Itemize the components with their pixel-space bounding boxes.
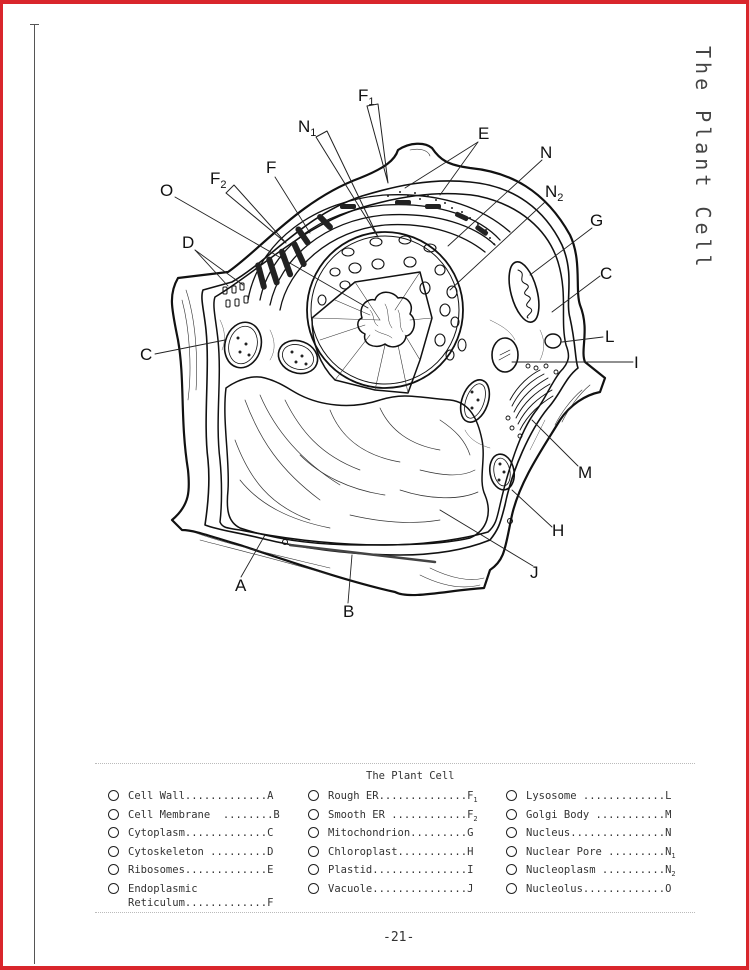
nucleolus: [357, 291, 416, 348]
radio-button[interactable]: [108, 845, 119, 857]
key-item[interactable]: Cytoplasm.............C: [108, 826, 298, 845]
cytoskeleton: [222, 282, 249, 308]
plastid: [491, 337, 519, 373]
key-item[interactable]: Plastid...............I: [308, 863, 498, 882]
mitochondrion: [508, 261, 540, 323]
label-D: D: [182, 233, 194, 252]
label-C-left: C: [140, 345, 152, 364]
key-column-1: Cell Wall.............A Cell Membrane ..…: [108, 789, 298, 916]
leader-lines: [154, 103, 634, 604]
key-item[interactable]: Cell Wall.............A: [108, 789, 298, 808]
radio-button[interactable]: [108, 808, 119, 820]
label-H: H: [552, 521, 564, 540]
key-item[interactable]: Vacuole...............J: [308, 882, 498, 901]
key-item[interactable]: Mitochondrion.........G: [308, 826, 498, 845]
radio-button[interactable]: [108, 790, 119, 801]
label-G: G: [590, 211, 603, 230]
radio-button[interactable]: [308, 790, 319, 801]
label-N: N: [540, 143, 552, 162]
label-J: J: [530, 563, 539, 582]
key-item[interactable]: Nuclear Pore .........N1: [506, 845, 696, 864]
radio-button[interactable]: [108, 882, 119, 894]
key-item[interactable]: Rough ER..............F1: [308, 789, 498, 808]
label-F1: F1: [358, 86, 375, 108]
nucleus-cutaway: [311, 271, 433, 394]
radio-button[interactable]: [308, 827, 319, 839]
label-M: M: [578, 463, 592, 482]
lysosome: [544, 333, 562, 349]
label-F2: F2: [210, 169, 227, 191]
page-number: -21-: [383, 930, 415, 945]
radio-button[interactable]: [308, 808, 319, 820]
key-item[interactable]: Lysosome .............L: [506, 789, 696, 808]
key-item[interactable]: Golgi Body ...........M: [506, 808, 696, 827]
label-O: O: [160, 181, 173, 200]
radio-button[interactable]: [108, 827, 119, 839]
label-N2: N2: [545, 182, 563, 204]
nuclear-pores: [317, 235, 467, 361]
key-item[interactable]: Nucleolus.............O: [506, 882, 696, 901]
nucleus: [306, 231, 464, 389]
key-item[interactable]: Endoplasmic Reticulum.............F: [108, 882, 298, 916]
label-I: I: [634, 353, 639, 372]
cell-wall-inner: [201, 180, 579, 556]
radio-button[interactable]: [308, 845, 319, 857]
label-C-right: C: [600, 264, 612, 283]
key-column-3: Lysosome .............L Golgi Body .....…: [506, 789, 696, 901]
label-L: L: [605, 327, 614, 346]
radio-button[interactable]: [506, 882, 517, 894]
key-title: The Plant Cell: [366, 770, 455, 782]
margin-line: [34, 24, 35, 964]
ribosomes: [387, 191, 495, 245]
margin-tick: [30, 24, 39, 25]
vacuole: [224, 376, 489, 546]
label-A: A: [235, 576, 247, 595]
radio-button[interactable]: [308, 882, 319, 894]
key-column-2: Rough ER..............F1 Smooth ER .....…: [308, 789, 498, 901]
key-item[interactable]: Chloroplast...........H: [308, 845, 498, 864]
radio-button[interactable]: [506, 790, 517, 801]
radio-button[interactable]: [506, 808, 517, 820]
key-item[interactable]: Nucleoplasm ..........N2: [506, 863, 696, 882]
endoplasmic-reticulum: [247, 194, 511, 311]
label-F: F: [266, 158, 276, 177]
label-B: B: [343, 602, 354, 621]
radio-button[interactable]: [506, 827, 517, 839]
diagram-labels: F1 N1 E N N2 F2 F O D G C C L I M H J A …: [140, 86, 639, 621]
key-item[interactable]: Ribosomes.............E: [108, 863, 298, 882]
key-item[interactable]: Nucleus...............N: [506, 826, 696, 845]
chloroplasts: [223, 321, 516, 491]
key-item[interactable]: Smooth ER ............F2: [308, 808, 498, 827]
divider-top: [95, 763, 695, 765]
label-E: E: [478, 124, 489, 143]
golgi-body: [505, 363, 559, 439]
cell-wall-outer: [170, 142, 607, 597]
radio-button[interactable]: [308, 864, 319, 876]
radio-button[interactable]: [108, 864, 119, 876]
cell-membrane: [213, 192, 570, 546]
key-item[interactable]: Cytoskeleton .........D: [108, 845, 298, 864]
radio-button[interactable]: [506, 864, 517, 876]
radio-button[interactable]: [506, 845, 517, 857]
label-N1: N1: [298, 117, 316, 139]
divider-bottom: [95, 912, 695, 914]
key-item[interactable]: Cell Membrane ........B: [108, 808, 298, 827]
